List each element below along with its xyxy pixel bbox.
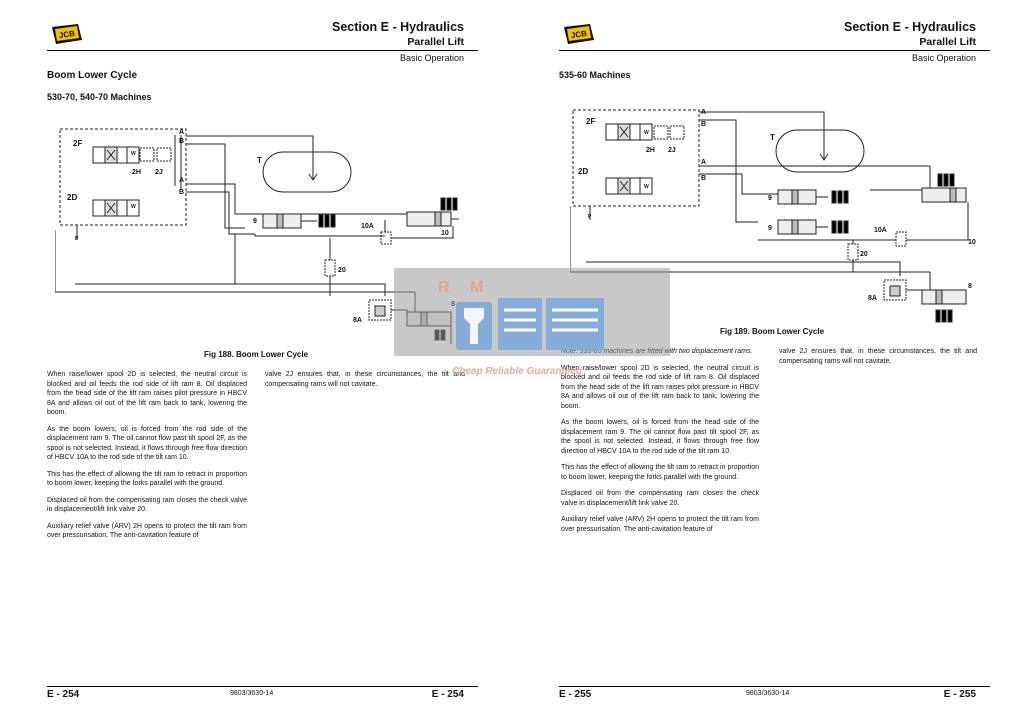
svg-text:A: A xyxy=(179,177,184,184)
footer-divider xyxy=(559,686,990,687)
paragraph: This has the effect of allowing the tilt… xyxy=(561,464,759,481)
figure-caption: Fig 188. Boom Lower Cycle xyxy=(204,350,309,359)
svg-text:JCB: JCB xyxy=(570,29,587,40)
body-column-1: Note: 535-60 machines are fitted with tw… xyxy=(561,347,759,541)
page-number-right: E - 255 xyxy=(943,689,976,700)
paragraph: When raise/lower spool 2D is selected, t… xyxy=(561,364,759,410)
svg-text:9: 9 xyxy=(768,195,772,202)
svg-text:W: W xyxy=(131,151,136,157)
svg-text:A: A xyxy=(701,109,706,116)
svg-text:9: 9 xyxy=(253,218,257,225)
watermark-letters: R M xyxy=(438,279,492,296)
svg-text:8A: 8A xyxy=(353,317,362,324)
body-column-2: valve 2J ensures that, in these circumst… xyxy=(779,347,977,373)
svg-text:T: T xyxy=(770,133,775,142)
section-subtitle-2: Basic Operation xyxy=(911,53,976,63)
page-heading: Boom Lower Cycle xyxy=(47,70,138,81)
figure-caption: Fig 189. Boom Lower Cycle xyxy=(720,327,825,336)
paragraph: Auxiliary relief valve (ARV) 2H opens to… xyxy=(561,516,759,533)
svg-text:A: A xyxy=(701,159,706,166)
paragraph: As the boom lowers, oil is forced from t… xyxy=(561,419,759,455)
header-divider xyxy=(559,50,990,51)
svg-text:P: P xyxy=(75,236,79,242)
paragraph: As the boom lowers, oil is forced from t… xyxy=(47,425,247,462)
section-subtitle: Parallel Lift xyxy=(919,36,976,48)
jcb-logo-icon: JCB xyxy=(564,24,594,44)
page-number-left: E - 255 xyxy=(559,689,592,700)
svg-text:10A: 10A xyxy=(874,227,887,234)
svg-text:2D: 2D xyxy=(578,167,588,176)
section-title: Section E - Hydraulics xyxy=(332,20,464,34)
svg-text:A: A xyxy=(179,129,184,136)
paragraph: Auxiliary relief valve (ARV) 2H opens to… xyxy=(47,522,247,540)
svg-text:2H: 2H xyxy=(646,147,655,154)
watermark-logo-icon xyxy=(394,268,670,356)
svg-text:P: P xyxy=(588,214,592,220)
paragraph: valve 2J ensures that, in these circumst… xyxy=(779,348,977,365)
svg-text:W: W xyxy=(644,184,649,190)
left-page: JCB Section E - Hydraulics Parallel Lift… xyxy=(47,20,478,700)
svg-text:2F: 2F xyxy=(73,139,82,148)
svg-text:B: B xyxy=(701,121,706,128)
svg-text:B: B xyxy=(179,138,184,145)
page-number-right: E - 254 xyxy=(431,689,464,700)
hydraulic-circuit-diagram: A B A B 2F 2D 2H 2J T 9 9 10 10A 20 8A 8… xyxy=(570,109,976,323)
footer-divider xyxy=(47,686,478,687)
svg-text:10A: 10A xyxy=(361,223,374,230)
svg-text:2D: 2D xyxy=(67,193,77,202)
svg-text:2J: 2J xyxy=(155,169,163,176)
svg-text:10: 10 xyxy=(441,230,449,237)
svg-text:W: W xyxy=(644,130,649,136)
paragraph: Displaced oil from the compensating ram … xyxy=(47,496,247,514)
svg-text:2J: 2J xyxy=(668,147,676,154)
section-title: Section E - Hydraulics xyxy=(844,20,976,34)
svg-text:2H: 2H xyxy=(132,169,141,176)
machines-heading: 530-70, 540-70 Machines xyxy=(47,92,152,102)
svg-text:B: B xyxy=(701,175,706,182)
watermark-tagline: Cheap Reliable Guaranteed xyxy=(452,366,583,377)
svg-text:10: 10 xyxy=(968,239,976,246)
document-number: 9803/3630-14 xyxy=(230,690,274,697)
svg-text:9: 9 xyxy=(768,225,772,232)
header-divider xyxy=(47,50,478,51)
paragraph: This has the effect of allowing the tilt… xyxy=(47,470,247,488)
svg-text:8: 8 xyxy=(968,283,972,290)
svg-text:B: B xyxy=(179,189,184,196)
document-number: 9803/3630-14 xyxy=(746,690,790,697)
svg-text:JCB: JCB xyxy=(58,29,75,40)
paragraph: valve 2J ensures that, in these circumst… xyxy=(265,371,465,388)
paragraph: Displaced oil from the compensating ram … xyxy=(561,490,759,507)
paragraph: When raise/lower spool 2D is selected, t… xyxy=(47,371,247,416)
svg-text:T: T xyxy=(257,156,262,165)
svg-text:8A: 8A xyxy=(868,295,877,302)
svg-text:20: 20 xyxy=(338,267,346,274)
svg-text:20: 20 xyxy=(860,251,868,258)
section-subtitle: Parallel Lift xyxy=(407,36,464,48)
right-page: JCB Section E - Hydraulics Parallel Lift… xyxy=(512,0,1024,726)
svg-text:W: W xyxy=(131,204,136,210)
section-subtitle-2: Basic Operation xyxy=(399,53,464,63)
svg-text:2F: 2F xyxy=(586,117,595,126)
machines-heading: 535-60 Machines xyxy=(559,70,631,80)
jcb-logo-icon: JCB xyxy=(52,24,82,44)
body-column-1: When raise/lower spool 2D is selected, t… xyxy=(47,370,247,548)
body-column-2: valve 2J ensures that, in these circumst… xyxy=(265,370,465,396)
page-number-left: E - 254 xyxy=(47,689,80,700)
